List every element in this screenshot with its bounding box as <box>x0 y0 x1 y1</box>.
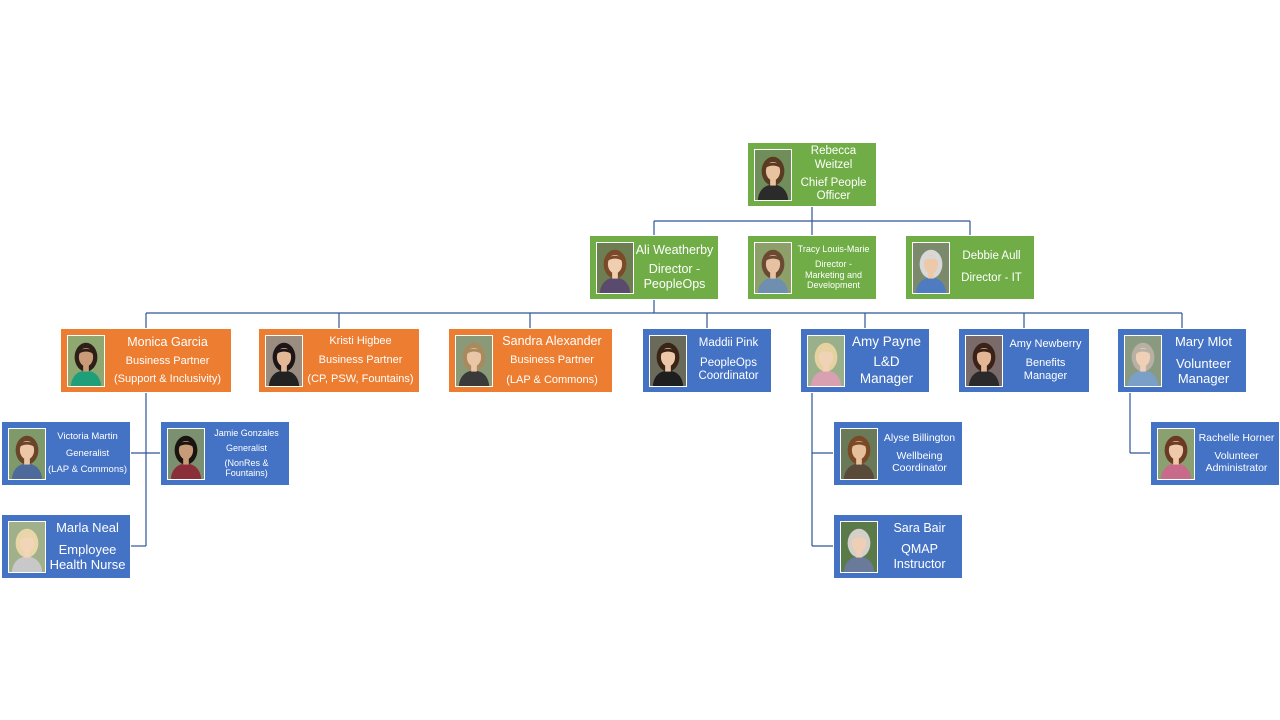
person-name: Alyse Billington <box>883 432 956 445</box>
person-name: Victoria Martin <box>57 431 118 443</box>
person-title: Director - IT <box>961 271 1022 284</box>
person-photo-icon <box>596 242 634 294</box>
person-photo-icon <box>455 335 493 387</box>
node-amy-payne[interactable]: Amy Payne L&D Manager <box>800 328 930 393</box>
person-subtitle: (CP, PSW, Fountains) <box>307 373 414 386</box>
person-title: Generalist <box>65 447 110 459</box>
person-title: PeopleOps Coordinator <box>698 356 759 383</box>
node-text: Sandra Alexander Business Partner (LAP &… <box>495 332 609 389</box>
person-title: QMAP Instructor <box>893 542 946 571</box>
person-subtitle: (Support & Inclusivity) <box>114 373 221 385</box>
person-photo-icon <box>8 521 46 573</box>
node-text: Sara Bair QMAP Instructor <box>880 518 959 575</box>
node-marla[interactable]: Marla Neal Employee Health Nurse <box>1 514 131 579</box>
person-photo-icon <box>649 335 687 387</box>
person-title: Wellbeing Coordinator <box>892 449 947 475</box>
node-amy-newberry[interactable]: Amy Newberry Benefits Manager <box>958 328 1090 393</box>
person-photo-icon <box>840 428 878 480</box>
node-text: Amy Newberry Benefits Manager <box>1005 332 1086 389</box>
person-name: Debbie Aull <box>962 249 1021 262</box>
person-title: Volunteer Manager <box>1176 355 1231 387</box>
person-name: Mary Mlot <box>1174 334 1233 350</box>
person-title: Director - Marketing and Development <box>804 258 863 291</box>
person-name: Kristi Higbee <box>329 334 392 347</box>
person-photo-icon <box>167 428 205 480</box>
node-sandra[interactable]: Sandra Alexander Business Partner (LAP &… <box>448 328 613 393</box>
node-text: Alyse Billington Wellbeing Coordinator <box>880 425 959 482</box>
node-text: Victoria Martin Generalist (LAP & Common… <box>48 425 127 482</box>
node-jamie[interactable]: Jamie Gonzales Generalist (NonRes & Foun… <box>160 421 290 486</box>
node-text: Jamie Gonzales Generalist (NonRes & Foun… <box>207 425 286 482</box>
person-title: L&D Manager <box>859 354 914 386</box>
person-photo-icon <box>8 428 46 480</box>
person-name: Rachelle Horner <box>1198 432 1275 445</box>
node-rebecca[interactable]: Rebecca Weitzel Chief People Officer <box>747 142 877 207</box>
node-text: Marla Neal Employee Health Nurse <box>48 518 127 575</box>
node-kristi[interactable]: Kristi Higbee Business Partner (CP, PSW,… <box>258 328 420 393</box>
person-title: Director - PeopleOps <box>643 262 706 291</box>
node-ali[interactable]: Ali Weatherby Director - PeopleOps <box>589 235 719 300</box>
person-title: Business Partner <box>125 354 210 367</box>
person-name: Sara Bair <box>893 521 946 535</box>
node-text: Amy Payne L&D Manager <box>847 332 926 389</box>
person-photo-icon <box>265 335 303 387</box>
node-tracy[interactable]: Tracy Louis-Marie Director - Marketing a… <box>747 235 877 300</box>
person-name: Tracy Louis-Marie <box>797 243 870 254</box>
node-rachelle[interactable]: Rachelle Horner Volunteer Administrator <box>1150 421 1280 486</box>
node-text: Tracy Louis-Marie Director - Marketing a… <box>794 239 873 296</box>
person-name: Sandra Alexander <box>502 334 602 349</box>
person-subtitle: (LAP & Commons) <box>506 373 598 386</box>
person-name: Amy Payne <box>851 334 922 350</box>
node-text: Monica Garcia Business Partner (Support … <box>107 332 228 389</box>
person-name: Ali Weatherby <box>635 243 714 257</box>
node-debbie[interactable]: Debbie Aull Director - IT <box>905 235 1035 300</box>
person-photo-icon <box>67 335 105 387</box>
person-name: Jamie Gonzales <box>214 427 279 438</box>
person-photo-icon <box>1124 335 1162 387</box>
person-subtitle: (LAP & Commons) <box>48 464 128 476</box>
person-title: Benefits Manager <box>1023 356 1068 383</box>
node-sara[interactable]: Sara Bair QMAP Instructor <box>833 514 963 579</box>
person-photo-icon <box>912 242 950 294</box>
person-subtitle: (NonRes & Fountains) <box>224 457 269 479</box>
person-name: Amy Newberry <box>1009 337 1082 350</box>
node-mary[interactable]: Mary Mlot Volunteer Manager <box>1117 328 1247 393</box>
person-name: Marla Neal <box>56 520 119 536</box>
node-maddii[interactable]: Maddii Pink PeopleOps Coordinator <box>642 328 772 393</box>
node-text: Rachelle Horner Volunteer Administrator <box>1197 425 1276 482</box>
person-name: Rebecca Weitzel <box>810 144 857 171</box>
person-photo-icon <box>807 335 845 387</box>
person-photo-icon <box>840 521 878 573</box>
person-photo-icon <box>1157 428 1195 480</box>
node-victoria[interactable]: Victoria Martin Generalist (LAP & Common… <box>1 421 131 486</box>
node-text: Debbie Aull Director - IT <box>952 239 1031 296</box>
person-photo-icon <box>754 242 792 294</box>
person-photo-icon <box>754 149 792 201</box>
node-text: Ali Weatherby Director - PeopleOps <box>634 239 715 296</box>
person-title: Volunteer Administrator <box>1205 449 1268 475</box>
node-text: Rebecca Weitzel Chief People Officer <box>794 144 873 203</box>
person-title: Employee Health Nurse <box>49 541 126 573</box>
person-name: Maddii Pink <box>698 336 759 349</box>
person-title: Business Partner <box>318 353 403 366</box>
node-text: Kristi Higbee Business Partner (CP, PSW,… <box>305 332 416 389</box>
person-title: Generalist <box>225 442 268 453</box>
node-text: Maddii Pink PeopleOps Coordinator <box>689 332 768 389</box>
node-text: Mary Mlot Volunteer Manager <box>1164 332 1243 389</box>
person-title: Chief People Officer <box>800 176 867 203</box>
node-alyse[interactable]: Alyse Billington Wellbeing Coordinator <box>833 421 963 486</box>
person-title: Business Partner <box>510 354 594 367</box>
person-photo-icon <box>965 335 1003 387</box>
person-name: Monica Garcia <box>127 334 208 349</box>
node-monica[interactable]: Monica Garcia Business Partner (Support … <box>60 328 232 393</box>
